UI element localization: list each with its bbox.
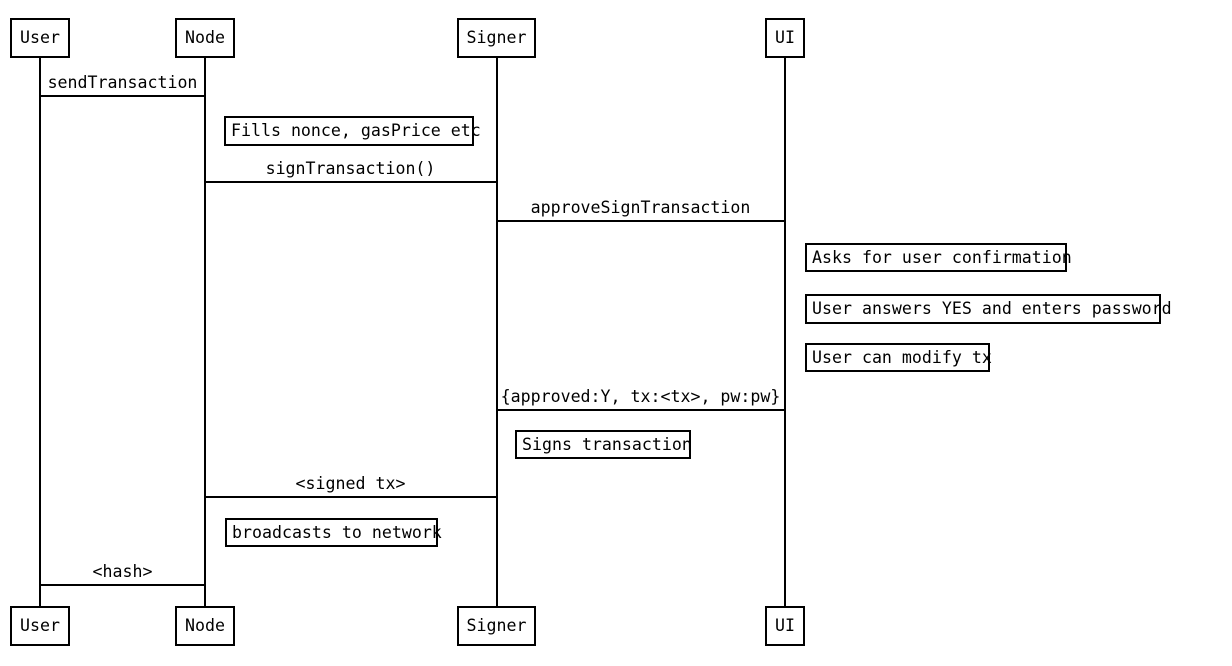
- actor-label: User: [20, 616, 60, 635]
- message-label: {approved:Y, tx:<tx>, pw:pw}: [500, 386, 781, 407]
- actor-label: UI: [775, 28, 795, 47]
- actor-bottom-signer: Signer: [457, 606, 536, 646]
- note-label: User can modify tx: [812, 348, 992, 367]
- note-label: broadcasts to network: [232, 523, 442, 542]
- note-label: User answers YES and enters password: [812, 299, 1172, 318]
- message-line: [496, 409, 785, 411]
- actor-label: Node: [185, 616, 225, 635]
- lifeline-ui: [784, 58, 786, 606]
- note-label: Signs transaction: [522, 435, 692, 454]
- message-label: sendTransaction: [47, 72, 198, 93]
- note-user-answers-yes: User answers YES and enters password: [805, 294, 1172, 324]
- actor-label: User: [20, 28, 60, 47]
- message-label: <signed tx>: [295, 473, 406, 494]
- message-line: [496, 220, 785, 222]
- actor-top-signer: Signer: [457, 18, 536, 58]
- actor-bottom-user: User: [10, 606, 70, 646]
- note-signs-transaction: Signs transaction: [515, 430, 692, 459]
- message-label: signTransaction(): [265, 158, 436, 179]
- message-line: [205, 496, 496, 498]
- note-asks-confirmation: Asks for user confirmation: [805, 243, 1072, 272]
- actor-bottom-ui: UI: [765, 606, 805, 646]
- actor-label: Signer: [466, 616, 527, 635]
- actor-top-ui: UI: [765, 18, 805, 58]
- lifeline-signer: [495, 58, 498, 606]
- note-broadcasts: broadcasts to network: [225, 518, 442, 547]
- message-label: <hash>: [92, 561, 153, 582]
- note-label: Asks for user confirmation: [812, 248, 1072, 267]
- actor-label: Node: [185, 28, 225, 47]
- message-line: [40, 584, 205, 586]
- lifeline-node: [204, 58, 206, 606]
- message-label: approveSignTransaction: [530, 197, 751, 218]
- message-line: [40, 95, 205, 97]
- actor-label: UI: [775, 616, 795, 635]
- note-label: Fills nonce, gasPrice etc: [231, 121, 481, 140]
- actor-label: Signer: [466, 28, 527, 47]
- message-line: [205, 181, 496, 183]
- actor-top-user: User: [10, 18, 70, 58]
- actor-bottom-node: Node: [175, 606, 235, 646]
- note-fills-nonce: Fills nonce, gasPrice etc: [224, 116, 481, 146]
- lifeline-user: [39, 58, 41, 606]
- note-user-can-modify: User can modify tx: [805, 343, 992, 372]
- actor-top-node: Node: [175, 18, 235, 58]
